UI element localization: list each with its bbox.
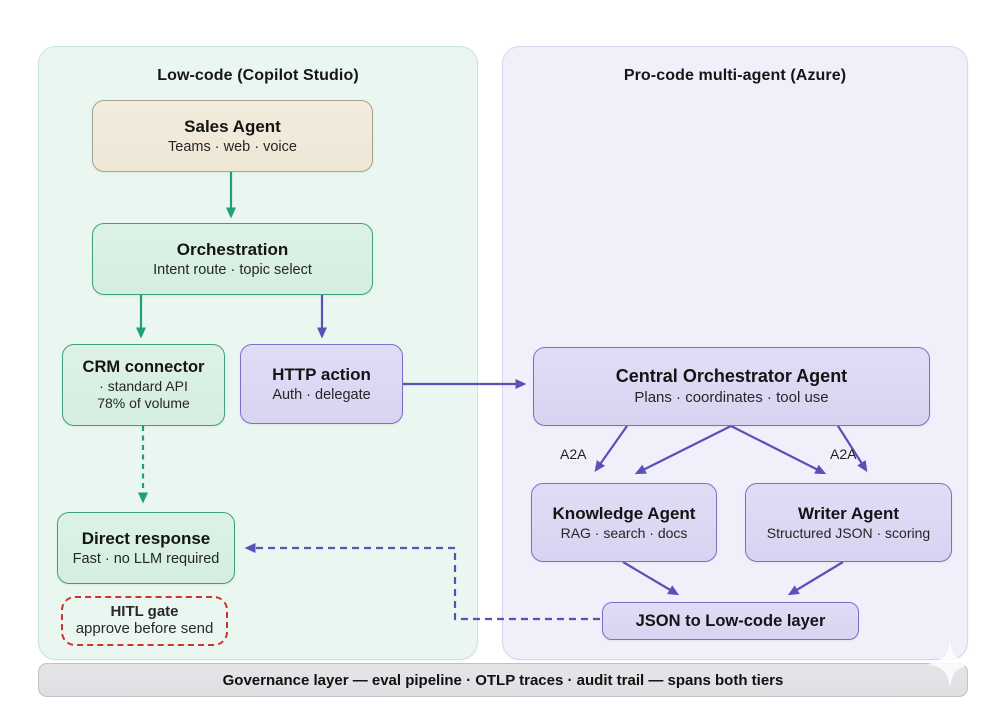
- node-http-action: HTTP action Auth · delegate: [240, 344, 403, 424]
- node-crm-connector-subtitle: · standard API: [99, 377, 188, 394]
- node-knowledge-agent-title: Knowledge Agent: [552, 503, 696, 523]
- node-json-layer: JSON to Low-code layer: [602, 602, 859, 640]
- node-http-action-title: HTTP action: [272, 364, 371, 384]
- node-crm-connector: CRM connector · standard API 78% of volu…: [62, 344, 225, 426]
- governance-label: Governance layer — eval pipeline · OTLP …: [222, 671, 784, 689]
- sparkle-icon: [928, 640, 972, 688]
- node-knowledge-agent: Knowledge Agent RAG · search · docs: [531, 483, 717, 562]
- node-sales-agent-title: Sales Agent: [184, 116, 281, 136]
- edge-label-a2a-left: A2A: [560, 446, 587, 462]
- node-central-orchestrator-title: Central Orchestrator Agent: [615, 366, 848, 387]
- node-orchestration: Orchestration Intent route · topic selec…: [92, 223, 373, 295]
- node-http-action-subtitle: Auth · delegate: [272, 387, 371, 404]
- node-crm-connector-subtitle2: 78% of volume: [97, 395, 190, 412]
- node-writer-agent: Writer Agent Structured JSON · scoring: [745, 483, 952, 562]
- node-sales-agent: Sales Agent Teams · web · voice: [92, 100, 373, 172]
- panel-pro-code-title: Pro-code multi-agent (Azure): [623, 67, 847, 84]
- node-direct-response-subtitle: Fast · no LLM required: [72, 551, 220, 568]
- node-hitl-gate: HITL gate approve before send: [61, 596, 228, 646]
- node-direct-response-title: Direct response: [81, 528, 211, 548]
- node-writer-agent-title: Writer Agent: [797, 503, 900, 523]
- node-orchestration-title: Orchestration: [176, 239, 289, 259]
- node-direct-response: Direct response Fast · no LLM required: [57, 512, 235, 584]
- node-json-layer-title: JSON to Low-code layer: [635, 611, 826, 630]
- node-knowledge-agent-subtitle: RAG · search · docs: [560, 524, 688, 541]
- node-orchestration-subtitle: Intent route · topic select: [153, 262, 312, 279]
- governance-bar: Governance layer — eval pipeline · OTLP …: [38, 663, 968, 697]
- node-writer-agent-subtitle: Structured JSON · scoring: [766, 524, 931, 541]
- node-hitl-gate-title: HITL gate: [110, 603, 179, 621]
- node-hitl-gate-subtitle: approve before send: [75, 620, 214, 637]
- node-central-orchestrator: Central Orchestrator Agent Plans · coord…: [533, 347, 930, 426]
- node-central-orchestrator-subtitle: Plans · coordinates · tool use: [634, 388, 829, 406]
- edge-label-a2a-right: A2A: [830, 446, 857, 462]
- node-crm-connector-title: CRM connector: [82, 358, 205, 377]
- node-sales-agent-subtitle: Teams · web · voice: [168, 139, 297, 156]
- panel-low-code-title: Low-code (Copilot Studio): [157, 67, 359, 84]
